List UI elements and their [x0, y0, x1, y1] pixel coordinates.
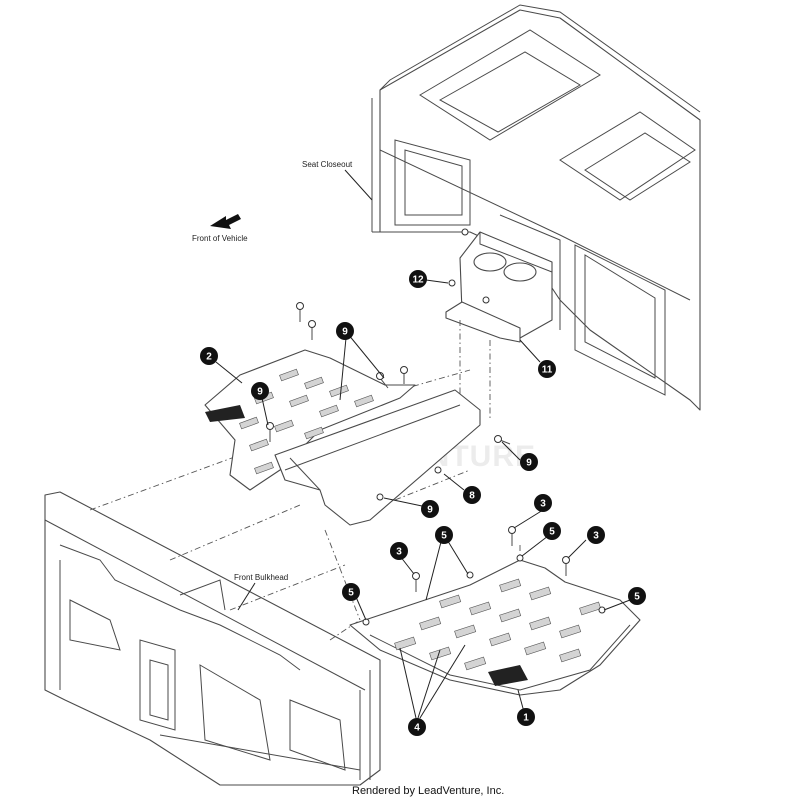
callout-9: 9 — [520, 453, 538, 471]
svg-text:3: 3 — [593, 531, 599, 542]
screw-icon — [562, 556, 570, 576]
svg-text:4: 4 — [414, 723, 420, 734]
cup-holder — [445, 231, 553, 343]
clip-icon — [516, 554, 524, 562]
svg-text:3: 3 — [540, 499, 546, 510]
svg-text:9: 9 — [526, 458, 532, 469]
callout-3: 3 — [534, 494, 552, 512]
callout-5: 5 — [342, 583, 360, 601]
screw-icon — [494, 435, 511, 445]
svg-text:5: 5 — [348, 588, 354, 599]
svg-text:11: 11 — [542, 365, 553, 376]
screw-icon — [508, 526, 516, 546]
screw-icon — [412, 572, 420, 592]
svg-text:9: 9 — [257, 387, 263, 398]
plate-pads — [394, 578, 602, 671]
footer-credit: Rendered by LeadVenture, Inc. — [352, 785, 504, 797]
callout-3: 3 — [390, 542, 408, 560]
svg-text:5: 5 — [634, 592, 640, 603]
label-seat-closeout: Seat Closeout — [302, 160, 353, 169]
callout-9: 9 — [421, 500, 439, 518]
callout-5: 5 — [543, 522, 561, 540]
label-front-bulkhead: Front Bulkhead — [234, 573, 288, 582]
screw-icon — [296, 302, 304, 322]
front-bulkhead — [44, 491, 381, 786]
svg-text:1: 1 — [523, 713, 529, 724]
callout-9: 9 — [336, 322, 354, 340]
svg-text:9: 9 — [427, 505, 433, 516]
hatched-pad-icon — [205, 405, 245, 422]
callout-12: 12 — [409, 270, 427, 288]
clip-icon — [466, 571, 474, 579]
seat-closeout — [371, 4, 701, 411]
callout-4: 4 — [408, 718, 426, 736]
svg-text:12: 12 — [412, 275, 424, 286]
svg-text:5: 5 — [549, 527, 555, 538]
callout-2: 2 — [200, 347, 218, 365]
callout-8: 8 — [463, 486, 481, 504]
lower-skid-plate — [349, 559, 641, 696]
front-arrow-icon — [210, 214, 241, 229]
label-front-of-vehicle: Front of Vehicle — [192, 234, 248, 243]
svg-text:8: 8 — [469, 491, 475, 502]
hatched-pad-icon — [488, 665, 528, 686]
callout-9: 9 — [251, 382, 269, 400]
center-cover — [274, 389, 481, 526]
screw-icon — [448, 279, 456, 287]
callout-3: 3 — [587, 526, 605, 544]
callout-11: 11 — [538, 360, 556, 378]
fasteners — [266, 302, 606, 626]
callout-5: 5 — [435, 526, 453, 544]
screw-icon — [461, 228, 469, 236]
plate-pads — [239, 368, 374, 475]
svg-text:5: 5 — [441, 531, 447, 542]
svg-text:2: 2 — [206, 352, 212, 363]
callout-5: 5 — [628, 587, 646, 605]
screw-icon — [400, 366, 408, 384]
callout-1: 1 — [517, 708, 535, 726]
svg-text:3: 3 — [396, 547, 402, 558]
screw-icon — [308, 320, 316, 340]
svg-text:9: 9 — [342, 327, 348, 338]
